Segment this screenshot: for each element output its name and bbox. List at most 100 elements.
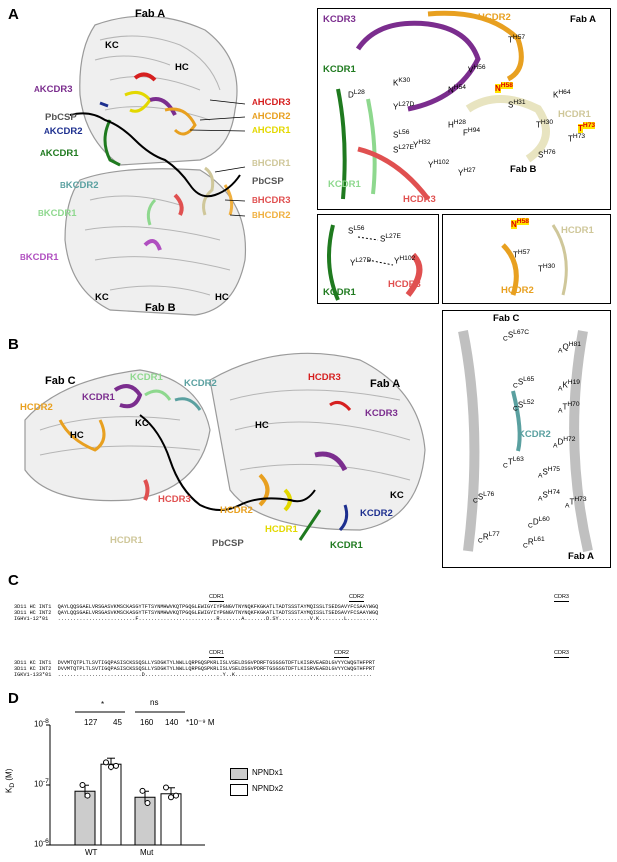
ytick-bot: 10-6 xyxy=(34,838,49,849)
data-point xyxy=(108,763,114,770)
xtick-wt: WT xyxy=(85,848,98,857)
hc-label-bottom: HC xyxy=(215,292,229,303)
panel-d-letter: D xyxy=(8,690,19,707)
sequence-name: 3D11 KC INT1 xyxy=(14,660,58,666)
sig-mut: ns xyxy=(150,698,159,707)
b-fab-a: Fab A xyxy=(370,378,401,390)
residue-label: AQH81 xyxy=(558,341,581,355)
sequence-row: 3D11 KC INT1 DVVMTQTPLTLSVTIGQPASISCKSSQ… xyxy=(14,660,375,666)
residue-label: ATH73 xyxy=(565,496,587,510)
inset-t-h73: TH73 xyxy=(578,122,596,133)
kd-wt-x1: 127 xyxy=(84,718,98,727)
inset-hcdr1: HCDR1 xyxy=(558,109,591,120)
data-point xyxy=(103,759,109,766)
a-kcdr3-label: AKCDR3 xyxy=(34,84,73,95)
fab-a-label: Fab A xyxy=(135,8,166,20)
fab-b-label: Fab B xyxy=(145,302,176,314)
residue-label: YH27 xyxy=(458,167,476,178)
residue-label: KK30 xyxy=(393,77,411,88)
hc-alignment: CDR1 CDR2 CDR3 3D11 HC INT1 QAYLQQSGAELVRSG… xyxy=(14,594,569,622)
data-point xyxy=(163,784,169,791)
residue-label: CSL52 xyxy=(513,399,535,413)
b-kcdr1-purple-label: BKCDR1 xyxy=(20,252,59,263)
a-hcdr2-label: AHCDR2 xyxy=(252,111,291,122)
data-point xyxy=(79,782,86,788)
inset-kcdr1: KCDR1 xyxy=(323,64,356,75)
cdr-label: CDR1 xyxy=(209,650,224,658)
data-point xyxy=(168,794,174,801)
kd-mut-x1: 160 xyxy=(140,718,154,727)
a-hcdr3-label: AHCDR3 xyxy=(252,97,291,108)
residue-label: YH32 xyxy=(413,139,431,150)
bar xyxy=(160,793,182,846)
cdr-label: CDR3 xyxy=(554,594,569,602)
residue-label: ASH74 xyxy=(538,489,561,503)
residue-label: CSL67C xyxy=(503,329,530,343)
sequence-text: DVVMTQTPLTLSVTIGQPASISCKSSQSLLYSDGKTYLNW… xyxy=(57,660,376,666)
sequence-text: ...........................D............… xyxy=(57,672,373,678)
residue-label: VH56 xyxy=(468,64,486,75)
residue-label: TH30 xyxy=(536,119,554,130)
a-hcdr1-label: AHCDR1 xyxy=(252,125,291,136)
data-point xyxy=(139,787,146,794)
inset-n-h58: NH58 xyxy=(495,82,513,93)
sequence-text: DVVMTQTPLTLSVTIGQPASISCKSSQSLLYSDGKTYLNW… xyxy=(57,666,376,672)
residue-label: AKH19 xyxy=(558,379,581,393)
cdr-label: CDR2 xyxy=(334,650,349,658)
bar xyxy=(100,763,122,846)
residue-label: ASH75 xyxy=(538,466,561,480)
panel-a-inset-top: KCDR3 HCDR2 Fab A KCDR1 NH58 TH73 SH31 F… xyxy=(317,8,611,210)
inset-fab-a: Fab A xyxy=(570,14,597,25)
panel-a-inset-bottom-left: SL56 SL27E YL27D YH102 KCDR1 HCDR3 xyxy=(317,214,439,304)
inset-fab-b: Fab B xyxy=(510,164,537,175)
sig-wt: * xyxy=(101,700,105,709)
sequence-text: QAYLQQSGAELVRSGASVKMSCKASGYTFTSYNMHWVKQT… xyxy=(57,604,379,610)
pbcsp-label-left: PbCSP xyxy=(45,112,77,123)
legend-swatch-x2 xyxy=(230,784,248,796)
kc-alignment: CDR1 CDR2 CDR3 3D11 KC INT1 DVVMTQTPLTLSVTI… xyxy=(14,650,569,678)
ytick-mid: 10-7 xyxy=(34,778,49,789)
sequence-text: .........................F..............… xyxy=(57,616,379,622)
inset-b-hcdr3: HCDR3 xyxy=(403,194,436,205)
sequence-name: 3D11 HC INT1 xyxy=(14,604,58,610)
sequence-row: IGHV1-12*01 .........................F..… xyxy=(14,616,378,622)
inset-s-h31: SH31 xyxy=(508,99,526,110)
residue-label: DL28 xyxy=(348,89,365,100)
residue-label: CRL61 xyxy=(523,536,545,550)
residue-label: CDL60 xyxy=(528,516,550,530)
cdr-label: CDR1 xyxy=(209,594,224,602)
residue-label: SL56 xyxy=(393,129,410,140)
residue-label: YL27D xyxy=(393,101,415,112)
ytick-top: 10-8 xyxy=(34,718,49,729)
residue-label: YH102 xyxy=(428,159,450,170)
y-axis-label: KD (M) xyxy=(4,768,16,793)
sequence-name: 3D11 HC INT2 xyxy=(14,610,58,616)
inset-f-h94: FH94 xyxy=(463,127,481,138)
legend-label-x2: NPNDx2 xyxy=(252,784,284,793)
inset-b-kcdr1: KCDR1 xyxy=(328,179,361,190)
b-kcdr2-label: BKCDR2 xyxy=(60,180,99,191)
residue-label: SH76 xyxy=(538,149,556,160)
residue-label: CTL63 xyxy=(503,456,524,470)
panel-a-inset-bottom-right: NH58 TH57 TH30 HCDR1 HCDR2 xyxy=(442,214,611,304)
sequence-row: 3D11 KC INT2 DVVMTQTPLTLSVTIGQPASISCKSSQ… xyxy=(14,666,375,672)
sequence-name: 3D11 KC INT2 xyxy=(14,666,58,672)
data-point xyxy=(144,800,151,807)
panel-b-letter: B xyxy=(8,336,19,353)
residue-label: HH28 xyxy=(448,119,466,130)
kc-label-bottom: KC xyxy=(95,292,109,303)
residue-label: ATH70 xyxy=(558,401,580,415)
residue-label: KH64 xyxy=(553,89,571,100)
residue-label: CRL77 xyxy=(478,531,500,545)
pbcsp-label-right: PbCSP xyxy=(252,176,284,187)
residue-label: ADH72 xyxy=(553,436,576,450)
a-kcdr1-label: AKCDR1 xyxy=(40,148,79,159)
b-hcdr3-label: BHCDR3 xyxy=(252,195,291,206)
sequence-row: IGKV1-133*01 ...........................… xyxy=(14,672,375,678)
cdr-label: CDR2 xyxy=(349,594,364,602)
cdr-label: CDR3 xyxy=(554,650,569,658)
sequence-row: 3D11 HC INT1 QAYLQQSGAELVRSGASVKMSCKASGY… xyxy=(14,604,378,610)
residue-label: TH73 xyxy=(568,133,586,144)
